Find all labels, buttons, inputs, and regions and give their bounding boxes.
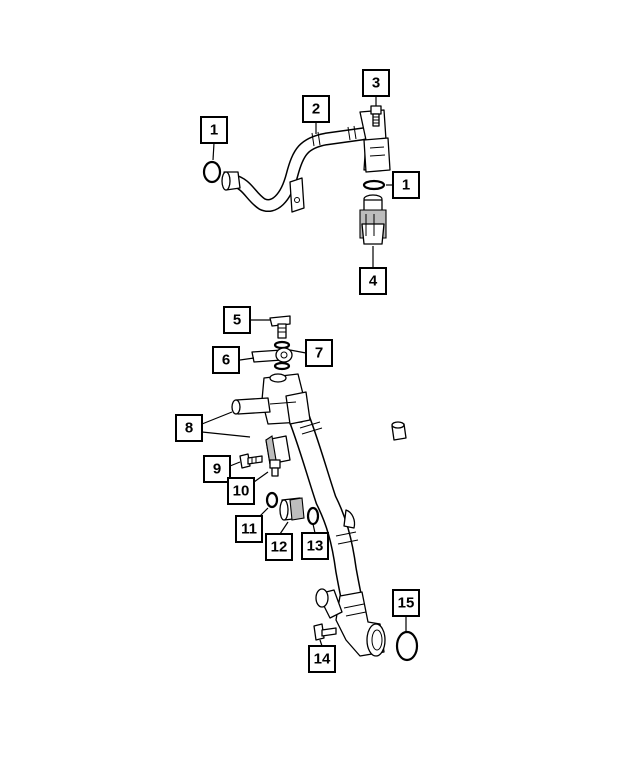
callout-14: 14 [308, 645, 336, 673]
part-9-bolt [239, 453, 263, 469]
callouts: 1 2 3 1 4 5 6 7 [175, 69, 420, 673]
callout-label: 13 [307, 538, 324, 555]
callout-3: 3 [362, 69, 390, 97]
callout-6: 6 [212, 346, 240, 374]
callout-label: 1 [402, 177, 410, 194]
part-1-o-ring-right [362, 179, 386, 191]
part-4-coupler [359, 194, 387, 245]
part-11-o-ring [265, 491, 279, 509]
part-13-o-ring [306, 506, 320, 526]
part-12-adapter [279, 497, 305, 521]
callout-label: 10 [233, 483, 250, 500]
callout-11: 11 [235, 515, 263, 543]
callout-label: 7 [315, 345, 323, 362]
callout-label: 6 [222, 352, 230, 369]
callout-label: 8 [185, 420, 193, 437]
part-7-washer-upper [273, 340, 291, 350]
loose-fitting [391, 421, 407, 441]
callout-12: 12 [265, 533, 293, 561]
part-14-bolt [313, 623, 337, 641]
callout-9: 9 [203, 455, 231, 483]
callout-5: 5 [223, 306, 251, 334]
part-5-bolt [269, 315, 291, 339]
callout-label: 3 [372, 75, 380, 92]
part-7-washer-lower [273, 361, 291, 371]
callout-8: 8 [175, 414, 203, 442]
lower-tube-assembly [231, 315, 419, 662]
upper-tube-assembly [202, 105, 391, 245]
callout-label: 14 [314, 651, 331, 668]
callout-label: 4 [369, 273, 378, 290]
callout-10: 10 [227, 477, 255, 505]
callout-2: 2 [302, 95, 330, 123]
part-8-housing [231, 373, 311, 465]
callout-label: 9 [213, 461, 221, 478]
part-8-outlet-elbow [315, 588, 386, 657]
callout-label: 2 [312, 101, 320, 118]
part-1-o-ring-left [202, 160, 222, 184]
callout-4: 4 [359, 267, 387, 295]
callout-15: 15 [392, 589, 420, 617]
part-10-bolt [269, 459, 281, 477]
callout-13: 13 [301, 532, 329, 560]
callout-1-upper-left: 1 [200, 116, 228, 144]
callout-label: 1 [210, 122, 218, 139]
callout-1-right: 1 [392, 171, 420, 199]
callout-label: 12 [271, 539, 288, 556]
callout-7: 7 [305, 339, 333, 367]
callout-label: 11 [241, 521, 257, 538]
callout-label: 15 [398, 595, 415, 612]
part-6-banjo-fitting [251, 347, 293, 363]
callout-label: 5 [233, 312, 241, 329]
part-15-o-ring [395, 630, 419, 662]
part-3-bolt [370, 105, 382, 127]
